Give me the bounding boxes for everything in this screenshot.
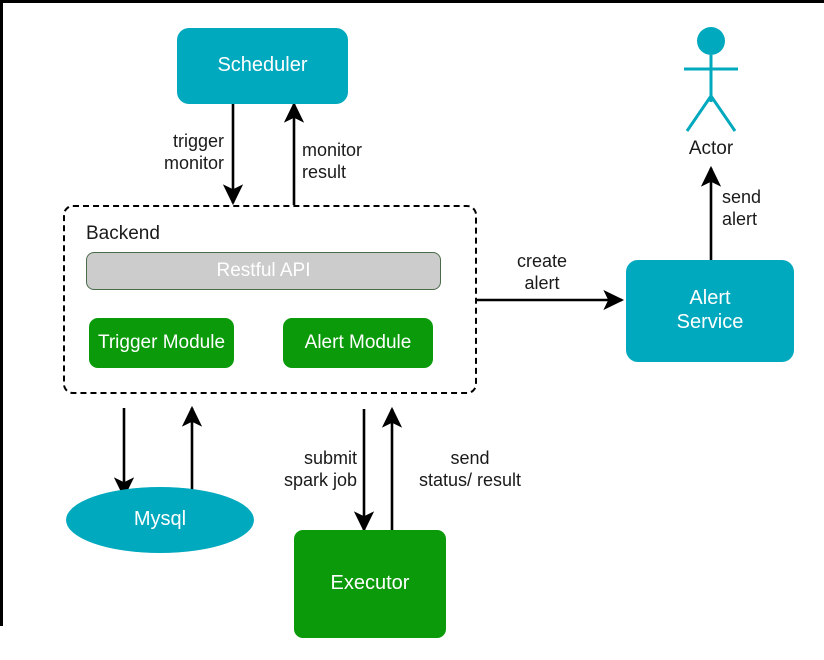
edge-label-monitor-result: monitor result [302,140,363,182]
node-backend-label: Backend [86,223,160,244]
page-frame-top-border [0,0,824,3]
edge-label-create-alert: create alert [516,251,568,293]
actor-stick-figure-icon [684,27,738,132]
node-executor[interactable]: Executor [294,530,446,638]
node-alert-service-label: Alert Service [676,287,744,333]
node-mysql[interactable]: Mysql [66,487,254,553]
edge-label-send-status-result: send status/ result [418,448,522,490]
node-restful-api[interactable]: Restful API [86,252,441,290]
node-scheduler[interactable]: Scheduler [177,28,348,104]
node-alert-module-label: Alert Module [304,331,412,353]
edge-label-submit-spark-job: submit spark job [283,448,357,490]
node-alert-module[interactable]: Alert Module [283,318,433,368]
node-trigger-module[interactable]: Trigger Module [89,318,234,368]
node-alert-service[interactable]: Alert Service [626,260,794,362]
edge-label-trigger-monitor: trigger monitor [163,131,224,173]
node-restful-api-label: Restful API [216,260,311,281]
page-frame-left-border [0,0,3,626]
edge-label-send-alert: send alert [722,187,762,229]
node-actor-label: Actor [688,138,734,159]
node-backend-container[interactable] [63,205,477,394]
node-actor[interactable]: Actor [651,24,771,169]
node-mysql-label: Mysql [133,508,187,531]
node-trigger-module-label: Trigger Module [97,331,226,353]
node-executor-label: Executor [330,572,410,595]
node-scheduler-label: Scheduler [217,54,308,77]
